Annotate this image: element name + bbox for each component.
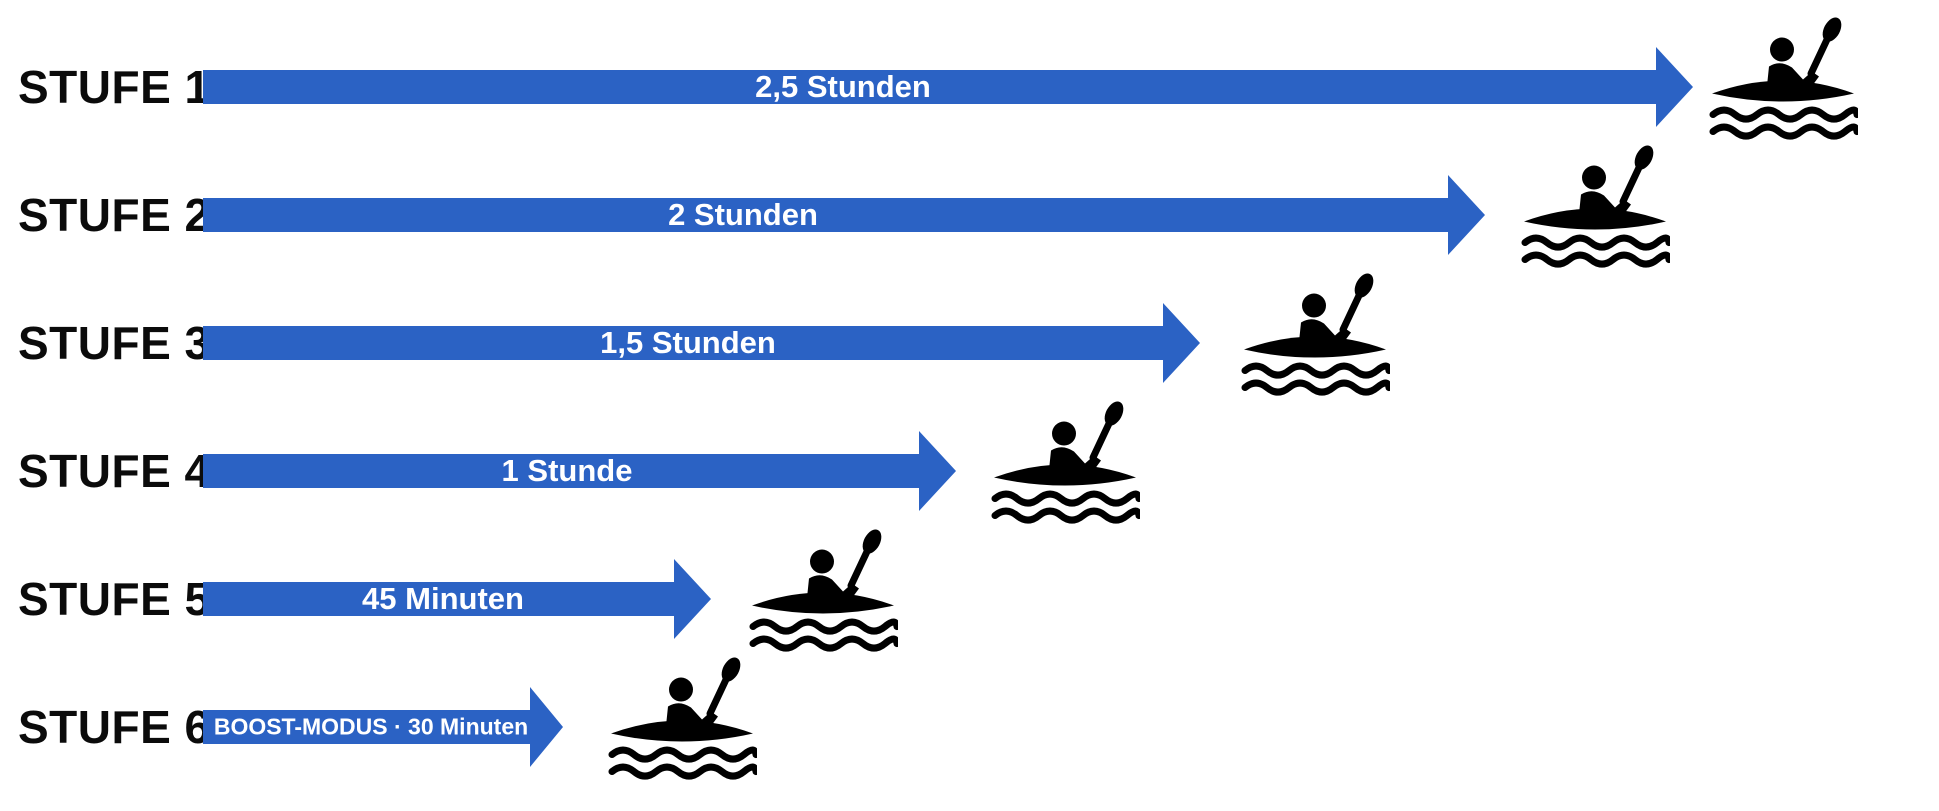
duration-arrow: 45 Minuten (203, 559, 711, 639)
level-label: STUFE 6 (18, 701, 211, 753)
level-label: STUFE 2 (18, 189, 211, 241)
level-row-3: STUFE 3 1,5 Stunden (0, 273, 1939, 403)
duration-arrow: 2 Stunden (203, 175, 1485, 255)
arrow-shape (203, 559, 711, 639)
level-row-2: STUFE 2 2 Stunden (0, 145, 1939, 275)
level-label: STUFE 4 (18, 445, 211, 497)
duration-arrow: BOOST-MODUS · 30 Minuten (203, 687, 563, 767)
level-row-6: STUFE 6 BOOST-MODUS · 30 Minuten (0, 657, 1939, 787)
kayak-icon-svg (991, 401, 1140, 524)
arrow-shape (203, 687, 563, 767)
duration-label: 2,5 Stunden (755, 69, 931, 104)
kayak-icon (748, 529, 898, 654)
arrow-shape (203, 303, 1200, 383)
duration-arrow: 2,5 Stunden (203, 47, 1693, 127)
duration-label: 1 Stunde (501, 453, 633, 488)
duration-arrow: 1,5 Stunden (203, 303, 1200, 383)
arrow-shape (203, 47, 1693, 127)
level-row-5: STUFE 5 45 Minuten (0, 529, 1939, 659)
level-label: STUFE 1 (18, 61, 211, 113)
kayak-icon-svg (1521, 145, 1670, 268)
duration-label: 1,5 Stunden (600, 325, 776, 360)
duration-label: 2 Stunden (668, 197, 818, 232)
kayak-icon (990, 401, 1140, 526)
kayak-icon-svg (1709, 17, 1858, 140)
kayak-icon-svg (1241, 273, 1390, 396)
duration-label: 45 Minuten (362, 581, 524, 616)
level-row-4: STUFE 4 1 Stunde (0, 401, 1939, 531)
arrow-shape (203, 431, 956, 511)
level-row-1: STUFE 1 2,5 Stunden (0, 17, 1939, 147)
kayak-icon (1240, 273, 1390, 398)
kayak-icon (1708, 17, 1858, 142)
kayak-icon-svg (608, 657, 757, 780)
duration-arrow: 1 Stunde (203, 431, 956, 511)
level-label: STUFE 5 (18, 573, 211, 625)
kayak-icon-svg (749, 529, 898, 652)
level-label: STUFE 3 (18, 317, 211, 369)
kayak-icon (1520, 145, 1670, 270)
arrow-shape (203, 175, 1485, 255)
duration-label: BOOST-MODUS · 30 Minuten (213, 713, 529, 740)
kayak-icon (607, 657, 757, 782)
